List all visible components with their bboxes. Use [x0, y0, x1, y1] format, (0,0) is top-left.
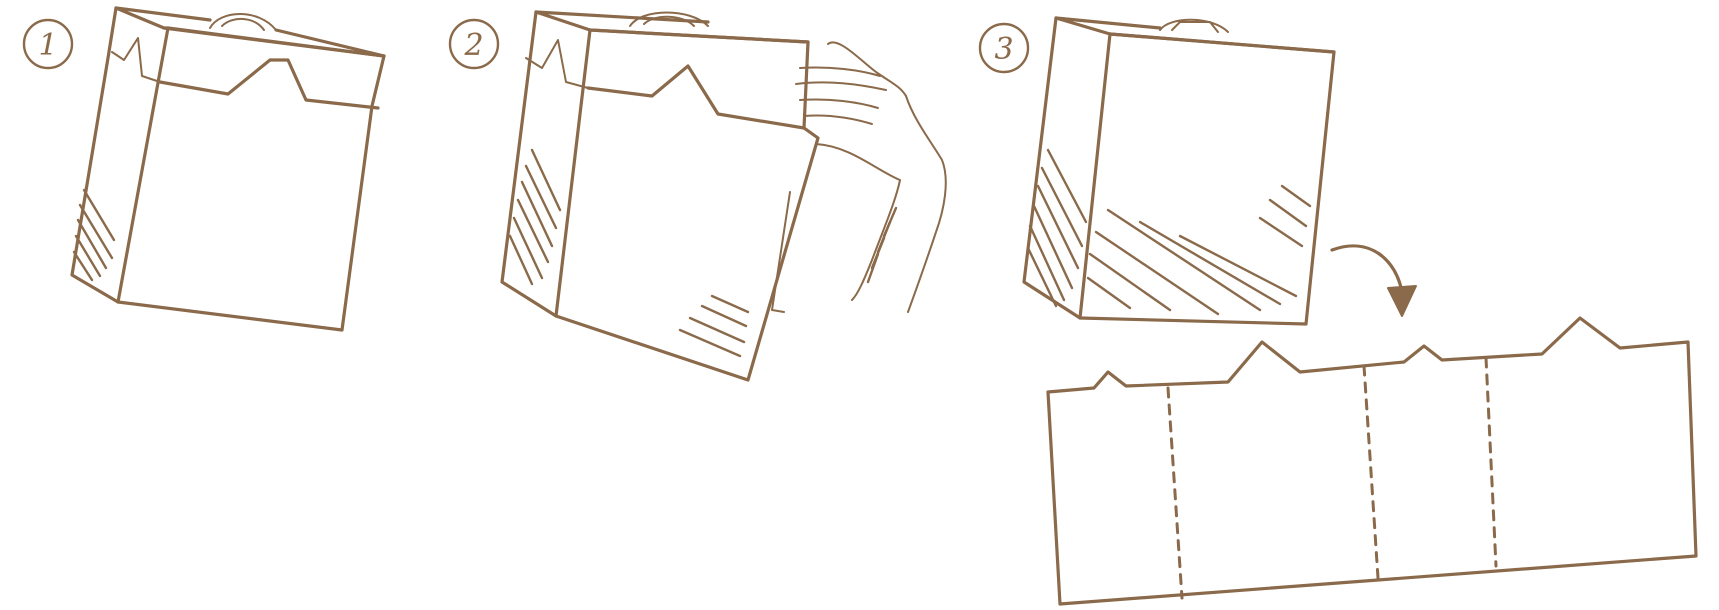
fold-line-1 [1168, 388, 1182, 598]
hand-shading [868, 208, 896, 282]
hand [796, 42, 946, 312]
fold-line-2 [1364, 366, 1378, 578]
bag-handle [210, 14, 276, 30]
bag-side-panel [502, 12, 590, 316]
step-3: 3 [980, 18, 1696, 604]
curved-arrow-icon [1332, 246, 1416, 316]
step-1: 1 [24, 8, 384, 330]
strip-outline [1048, 318, 1696, 604]
step-3-number: 3 [994, 32, 1013, 67]
bag-front-panel [556, 30, 818, 380]
step-2-number: 2 [463, 28, 483, 63]
bag-shading [1028, 150, 1310, 314]
step-3-gift-bag [1024, 18, 1334, 324]
hand-fingers [796, 67, 886, 124]
step-2: 2 [450, 12, 946, 380]
hand-palm [906, 96, 946, 312]
bag-folded-flap [588, 66, 804, 128]
bag-side-fold [526, 40, 588, 88]
bag-handle [1160, 20, 1228, 32]
bag-folded-flap [160, 60, 378, 108]
unfolded-bag-strip [1048, 318, 1696, 604]
bag-front-panel [1080, 34, 1334, 324]
fold-line-3 [1486, 358, 1496, 566]
bag-top-edge [1056, 18, 1334, 52]
bag-shading [510, 150, 748, 356]
bag-front-panel [118, 28, 384, 330]
bag-side-panel [72, 8, 168, 302]
hand-wrist [816, 144, 900, 300]
bag-flap-edge [772, 192, 790, 312]
bag-side-fold [112, 38, 160, 82]
step-1-gift-bag [72, 8, 384, 330]
bag-side-panel [1024, 18, 1110, 318]
step-1-number: 1 [38, 28, 57, 63]
step-2-gift-bag [502, 12, 818, 380]
